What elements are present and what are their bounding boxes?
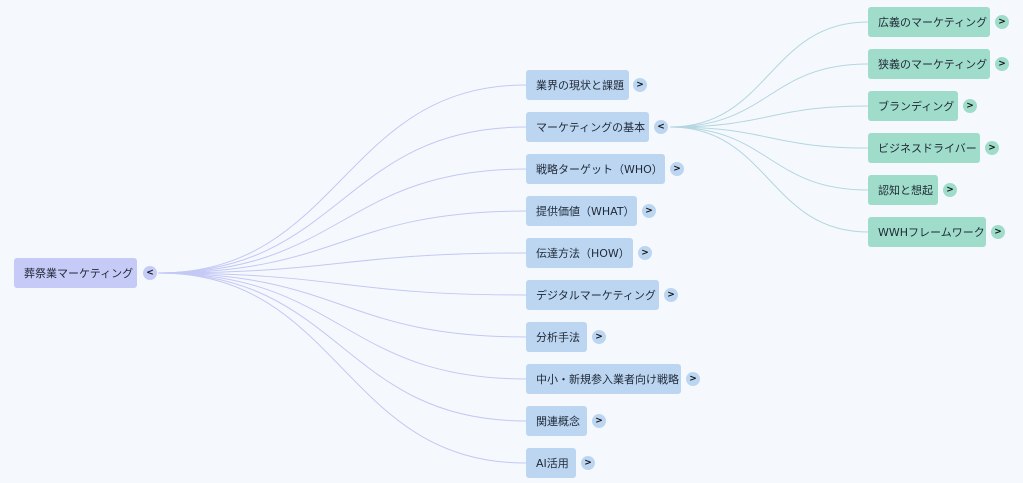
branch-label: 中小・新規参入業者向け戦略 [536, 373, 679, 386]
sub-expand-toggle[interactable]: > [985, 141, 999, 155]
sub-branch-label: 広義のマーケティング [878, 16, 988, 29]
sub-expand-toggle[interactable]: > [991, 225, 1005, 239]
branch-label: 戦略ターゲット（WHO） [536, 163, 663, 176]
root-edge [157, 272, 527, 296]
branch-label: 分析手法 [536, 331, 580, 344]
branch-expand-toggle[interactable]: > [633, 78, 647, 92]
root-edge [157, 272, 527, 464]
branch-label: マーケティングの基本 [536, 121, 646, 134]
sub-edge [669, 105, 869, 128]
branch-expand-toggle[interactable]: > [664, 288, 678, 302]
branch-expand-toggle[interactable]: > [642, 204, 656, 218]
sub-node-branding[interactable]: ブランディング [868, 91, 958, 121]
sub-node-awareness-recall[interactable]: 認知と想起 [868, 175, 938, 205]
sub-branch-label: ブランディング [878, 100, 955, 113]
sub-expand-toggle[interactable]: > [995, 15, 1009, 29]
root-edge [157, 168, 527, 274]
sub-branch-label: WWHフレームワーク [878, 226, 985, 239]
root-edge [157, 272, 527, 338]
sub-expand-toggle[interactable]: > [995, 57, 1009, 71]
branch-collapse-toggle[interactable]: < [654, 120, 668, 134]
branch-node-industry-status[interactable]: 業界の現状と課題 [526, 70, 629, 100]
branch-node-ai-usage[interactable]: AI活用 [526, 448, 576, 478]
branch-node-digital-marketing[interactable]: デジタルマーケティング [526, 280, 659, 310]
root-collapse-toggle[interactable]: < [143, 266, 157, 280]
branch-label: 伝達方法（HOW） [536, 247, 630, 260]
root-node-label: 葬祭業マーケティング [24, 267, 134, 280]
branch-label: AI活用 [536, 457, 569, 470]
branch-node-analysis-methods[interactable]: 分析手法 [526, 322, 587, 352]
branch-expand-toggle[interactable]: > [686, 372, 700, 386]
branch-node-sme-strategy[interactable]: 中小・新規参入業者向け戦略 [526, 364, 681, 394]
root-node[interactable]: 葬祭業マーケティング [14, 258, 137, 288]
sub-expand-toggle[interactable]: > [943, 183, 957, 197]
branch-node-related-concepts[interactable]: 関連概念 [526, 406, 587, 436]
sub-node-narrow-marketing[interactable]: 狭義のマーケティング [868, 49, 990, 79]
branch-expand-toggle[interactable]: > [581, 456, 595, 470]
root-edge [157, 272, 527, 380]
sub-edge [669, 63, 869, 128]
root-edge [157, 126, 527, 274]
sub-expand-toggle[interactable]: > [963, 99, 977, 113]
branch-label: 関連概念 [536, 415, 580, 428]
sub-node-broad-marketing[interactable]: 広義のマーケティング [868, 7, 990, 37]
sub-branch-label: 狭義のマーケティング [878, 58, 988, 71]
sub-edge [669, 126, 869, 233]
root-edge [157, 210, 527, 274]
branch-expand-toggle[interactable]: > [592, 330, 606, 344]
branch-expand-toggle[interactable]: > [592, 414, 606, 428]
branch-expand-toggle[interactable]: > [670, 162, 684, 176]
root-edge [157, 84, 527, 274]
sub-branch-label: ビジネスドライバー [878, 142, 977, 155]
branch-expand-toggle[interactable]: > [638, 246, 652, 260]
branch-node-marketing-basics[interactable]: マーケティングの基本 [526, 112, 649, 142]
sub-edge [669, 21, 869, 128]
branch-label: デジタルマーケティング [536, 289, 656, 302]
sub-edge [669, 126, 869, 149]
sub-node-business-driver[interactable]: ビジネスドライバー [868, 133, 980, 163]
branch-label: 業界の現状と課題 [536, 79, 624, 92]
branch-label: 提供価値（WHAT） [536, 205, 635, 218]
sub-branch-label: 認知と想起 [878, 184, 933, 197]
root-edge [157, 252, 527, 274]
branch-node-strategy-target[interactable]: 戦略ターゲット（WHO） [526, 154, 665, 184]
root-edge [157, 272, 527, 422]
sub-node-wwh-framework[interactable]: WWHフレームワーク [868, 217, 986, 247]
branch-node-delivery-method[interactable]: 伝達方法（HOW） [526, 238, 633, 268]
branch-node-value-proposition[interactable]: 提供価値（WHAT） [526, 196, 637, 226]
sub-edge [669, 126, 869, 191]
